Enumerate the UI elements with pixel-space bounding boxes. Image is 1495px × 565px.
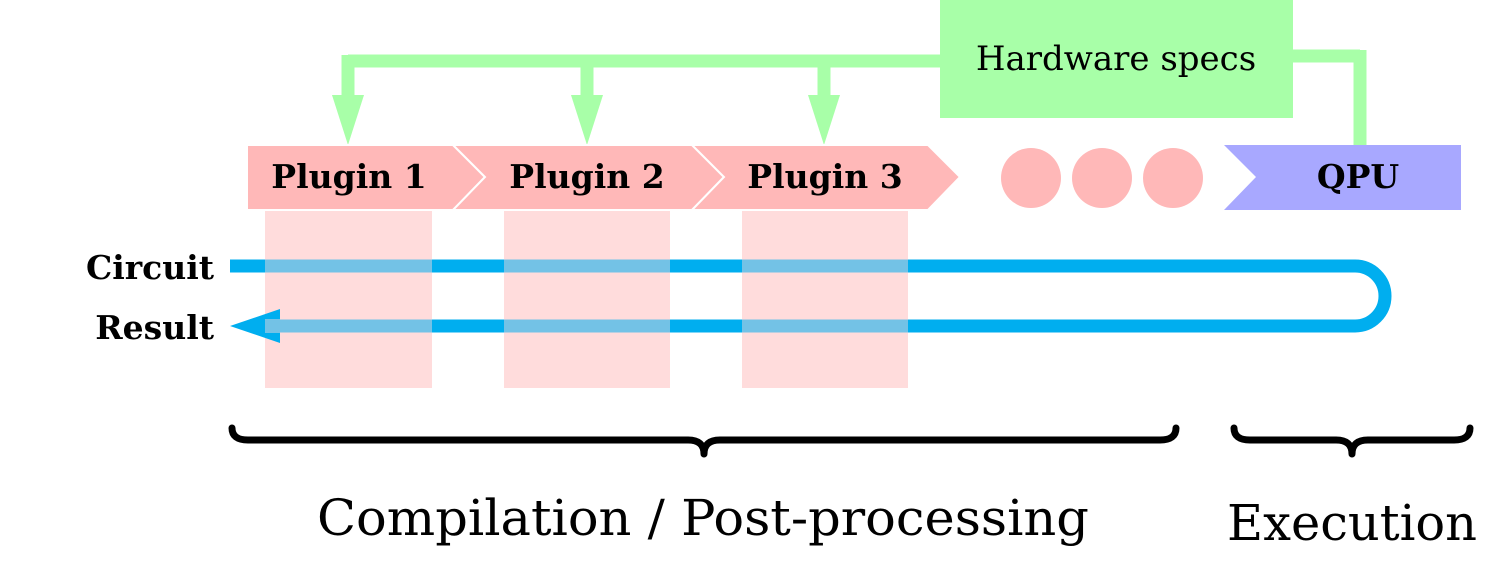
ellipsis-dot-2 [1072,148,1132,208]
hardware-specs-box: Hardware specs [940,0,1293,118]
plugin-3-label: Plugin 3 [747,157,902,196]
qpu-box: QPU [1224,145,1461,210]
result-arrowhead [230,309,280,343]
plugin-2: Plugin 2 [450,144,726,211]
execution-brace [1230,424,1474,458]
result-label: Result [95,308,215,347]
plugin-1: Plugin 1 [246,144,487,211]
arrowhead-plugin-1 [332,95,364,145]
flow-overlays [265,259,908,333]
plugin-1-label: Plugin 1 [271,157,426,196]
ellipsis-dot-3 [1143,148,1203,208]
plugin-3-column [742,210,908,388]
execution-label: Execution [1227,494,1477,552]
ellipsis-dots [1001,148,1203,208]
hardware-specs-label: Hardware specs [976,39,1256,79]
plugin-3: Plugin 3 [689,144,962,211]
circuit-result-flow-line [230,259,1392,333]
arrowhead-plugin-2 [571,95,603,145]
compilation-brace [228,424,1180,458]
compilation-label: Compilation / Post-processing [317,489,1089,547]
qpu-label: QPU [1317,157,1400,196]
plugin-2-label: Plugin 2 [509,157,664,196]
ellipsis-dot-1 [1001,148,1061,208]
circuit-label: Circuit [86,248,215,287]
plugin-1-column [265,210,432,388]
hardware-connectors [341,49,1367,146]
arrowhead-plugin-3 [808,95,840,145]
plugin-2-column [504,210,670,388]
hardware-arrowheads [332,95,840,145]
